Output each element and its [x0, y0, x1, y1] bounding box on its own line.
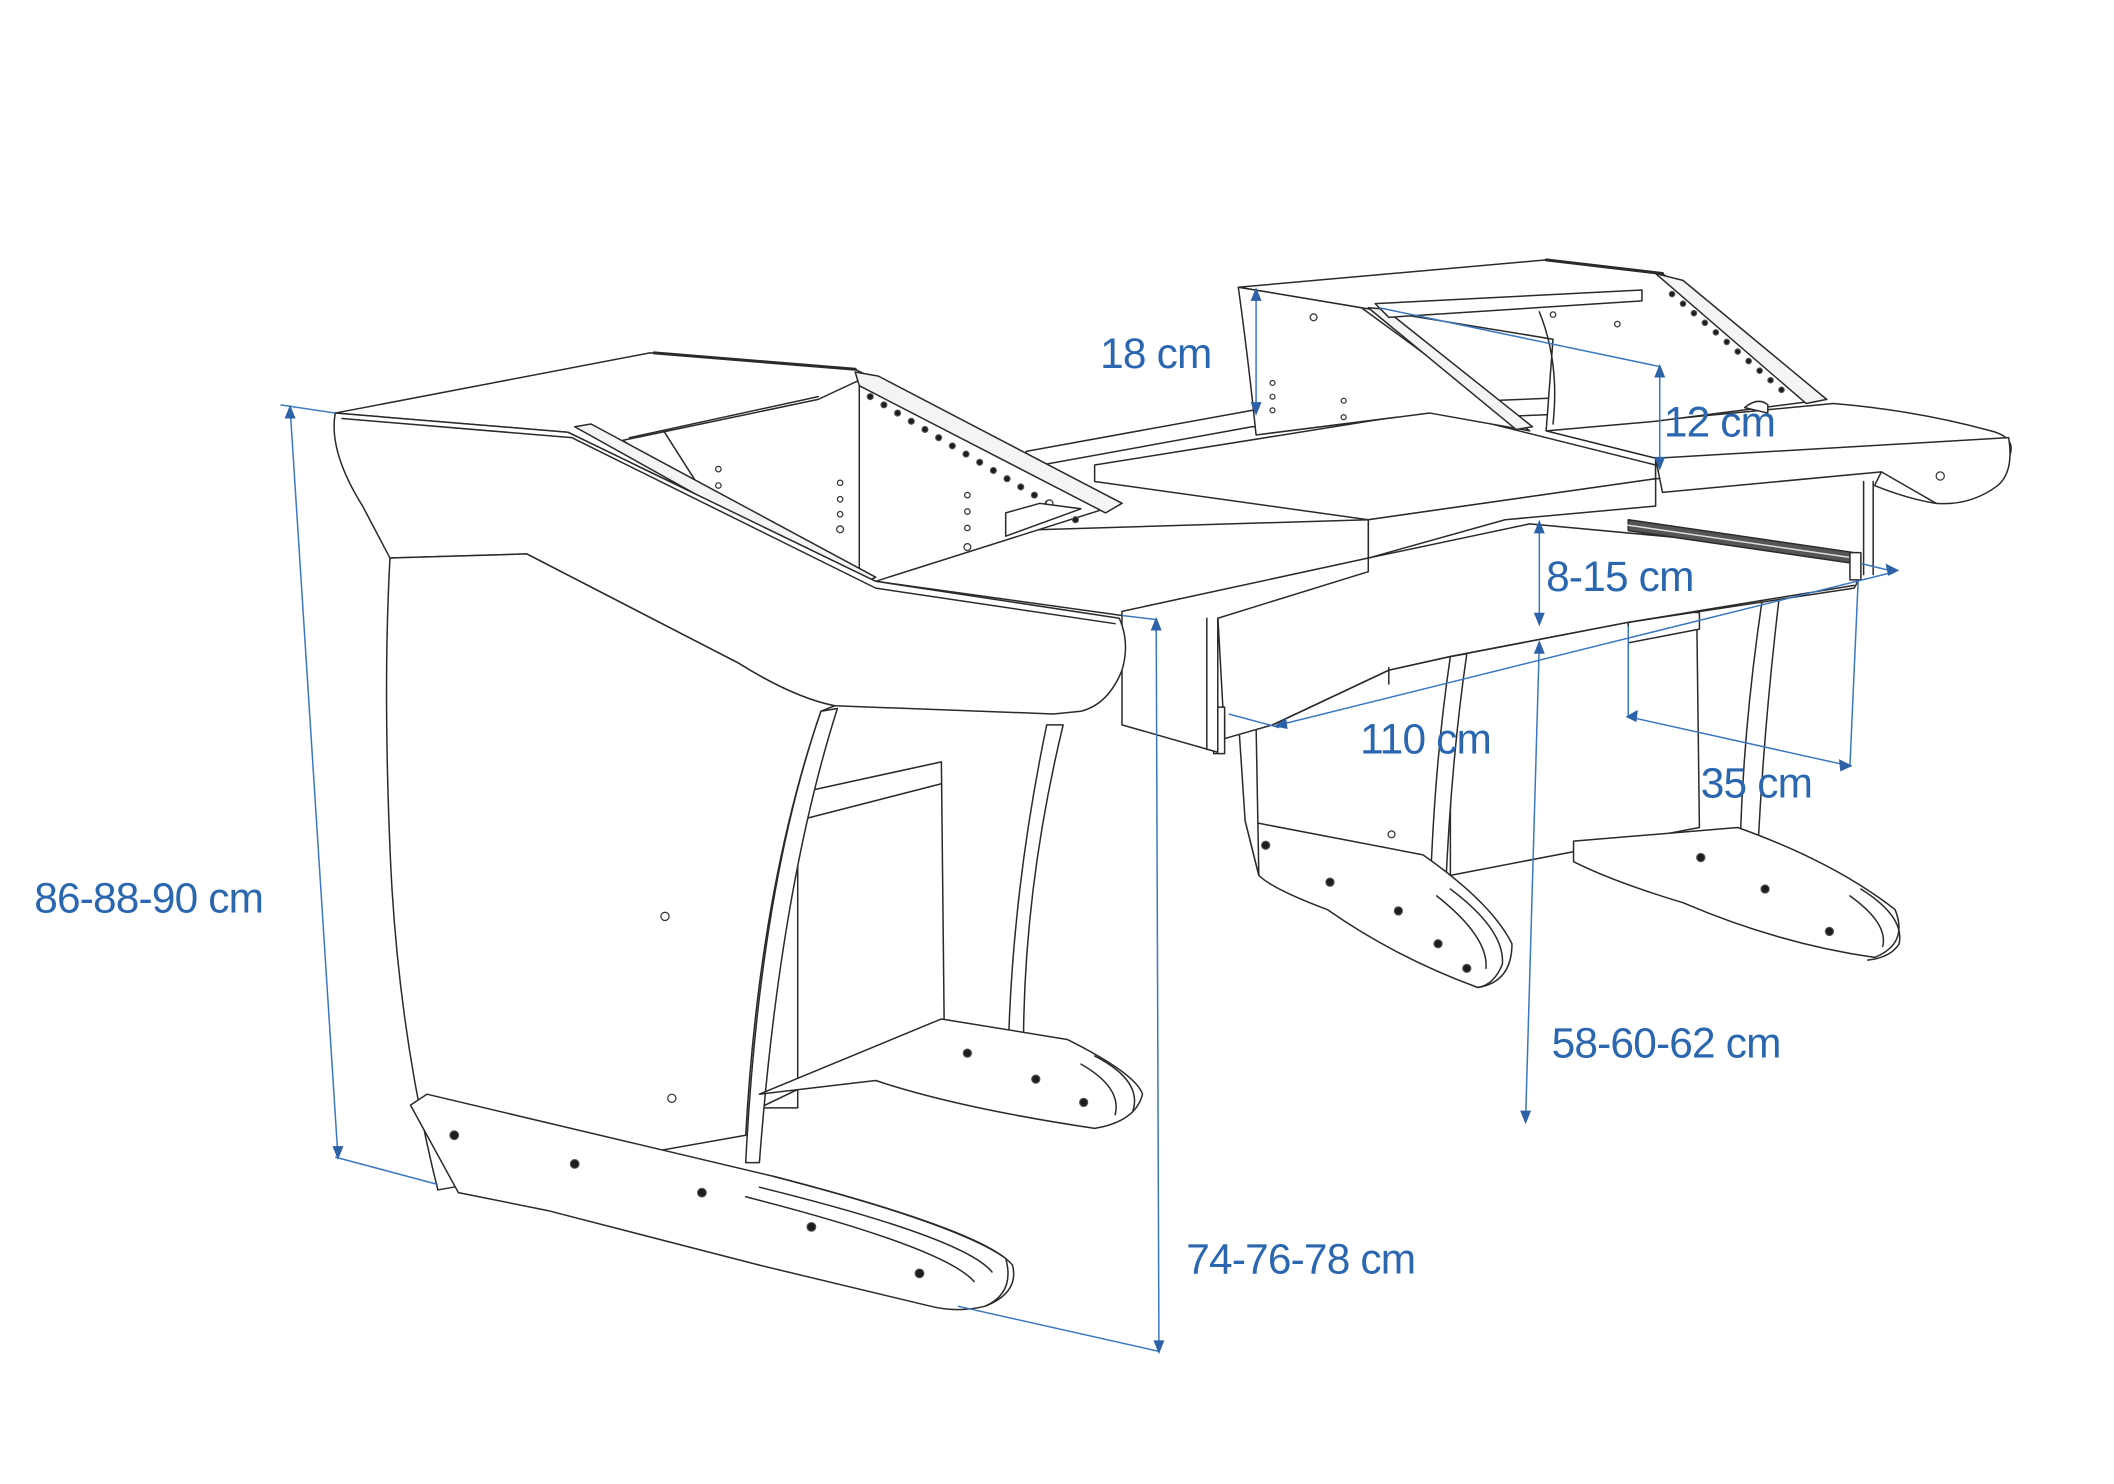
- keyboard-shelf-depth-dimension: [1625, 581, 1859, 772]
- overall-height-dimension: [280, 404, 439, 1186]
- label-overall-height: 86-88-90 cm: [34, 874, 263, 921]
- right-leg-assembly: [1237, 577, 1901, 989]
- keyboard-shelf: [1212, 518, 1862, 755]
- dimension-lines: [280, 287, 1900, 1355]
- side-panel-holes: [714, 465, 1054, 552]
- left-module: [333, 351, 1144, 1311]
- label-keyboard-shelf-width: 110 cm: [1360, 716, 1491, 763]
- dimension-labels: 18 cm 12 cm 8-15 cm 110 cm 35 cm 86-88-9…: [34, 330, 1813, 1282]
- desk-top: [868, 393, 2012, 754]
- keyboard-shelf-height-dimension: [1520, 640, 1545, 1125]
- keyboard-shelf-drop-dimension: [1533, 519, 1545, 627]
- right-rack-module: [1237, 258, 1828, 436]
- top-rack-height-dimension: [1250, 287, 1262, 416]
- right-rack-rail-bolts: [1668, 290, 1785, 394]
- label-keyboard-shelf-drop: 8-15 cm: [1546, 553, 1693, 600]
- label-desk-surface-height: 74-76-78 cm: [1186, 1235, 1415, 1282]
- label-top-rack-height: 18 cm: [1100, 330, 1211, 377]
- rack-riser-height-dimension: [1379, 307, 1666, 471]
- desk-surface-height-dimension: [957, 614, 1165, 1355]
- label-keyboard-shelf-depth: 35 cm: [1701, 759, 1812, 806]
- keyboard-shelf-width-dimension: [1228, 562, 1900, 730]
- label-keyboard-shelf-height: 58-60-62 cm: [1552, 1019, 1781, 1066]
- label-rack-riser-height: 12 cm: [1664, 398, 1775, 445]
